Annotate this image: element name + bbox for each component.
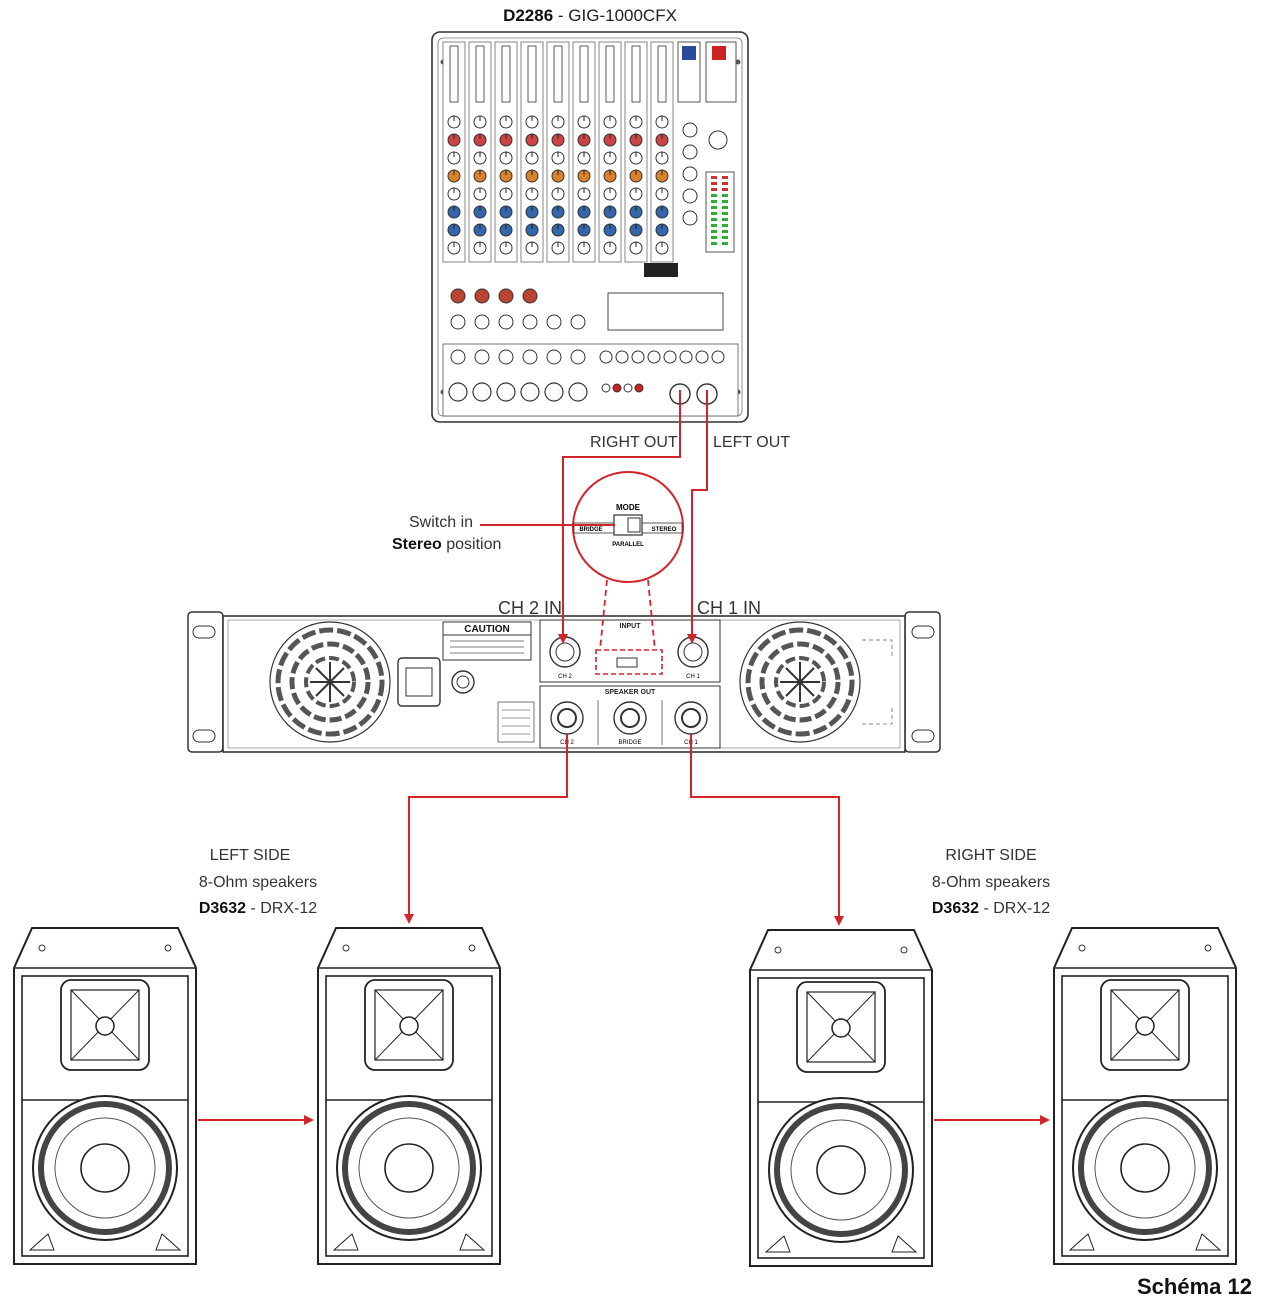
- mixer-rca-jack: [623, 383, 633, 393]
- mixer-line-jack: [522, 349, 538, 365]
- mixer-xlr-input: [568, 382, 588, 402]
- right-model-label: D3632 - DRX-12: [932, 900, 1050, 918]
- mode-stereo-label: STEREO: [652, 527, 677, 533]
- mixer-display: [607, 292, 724, 331]
- right-side-label: RIGHT SIDE: [945, 847, 1037, 864]
- mixer-model: - GIG-1000CFX: [553, 6, 677, 25]
- left-speaker-code: D3632: [198, 900, 247, 917]
- mode-bridge-label: BRIDGE: [579, 527, 602, 533]
- left-out-label: LEFT OUT: [713, 434, 791, 451]
- signal-cables: [198, 390, 1050, 1125]
- switch-note-line1: Switch in: [409, 514, 474, 531]
- mixer-xlr-input: [496, 382, 516, 402]
- mixer-out-jack: [663, 350, 677, 364]
- left-ohm-label: 8-Ohm speakers: [198, 874, 318, 891]
- right-out-label: RIGHT OUT: [590, 434, 678, 451]
- mixer-line-jack: [498, 349, 514, 365]
- mode-title: MODE: [616, 503, 641, 512]
- fuse-holder: [451, 670, 475, 694]
- mixer-channel-strip: [468, 41, 492, 263]
- mixer-aux-knob: [546, 314, 562, 330]
- speakon-ch1: [674, 701, 708, 735]
- speakon-ch2: [550, 701, 584, 735]
- out-bridge-label: BRIDGE: [618, 740, 641, 746]
- mixer-fx-knob: [498, 288, 514, 304]
- mixer-title: D2286 - GIG-1000CFX: [503, 6, 677, 26]
- fan-right: [739, 621, 861, 743]
- ch1-speaker-cable: [690, 734, 844, 926]
- mixer-channel-strip: [442, 41, 466, 263]
- speaker-right-2: [1053, 927, 1237, 1265]
- left-model-label: D3632 - DRX-12: [199, 900, 317, 918]
- mixer-out-jack: [599, 350, 613, 364]
- left-speaker-model: - DRX-12: [246, 900, 318, 917]
- switch-note-rest: position: [441, 536, 502, 553]
- mixer-line-jack: [474, 349, 490, 365]
- mixer-aux-knob: [450, 314, 466, 330]
- speaker-left-2: [317, 927, 501, 1265]
- mixer-aux-knob: [570, 314, 586, 330]
- power-inlet: [397, 657, 441, 707]
- mixer-rca-jack: [601, 383, 611, 393]
- speaker-right-1: [749, 929, 933, 1267]
- mixer-aux-knob: [522, 314, 538, 330]
- mixer-out-jack: [711, 350, 725, 364]
- mixer-line-jack: [450, 349, 466, 365]
- mixer-out-jack: [631, 350, 645, 364]
- right-speaker-model: - DRX-12: [979, 900, 1051, 917]
- mixer-logo: [644, 263, 678, 277]
- mixer-fx-knob: [450, 288, 466, 304]
- mixer-channel-strip: [598, 41, 622, 263]
- mixer-line-jack: [570, 349, 586, 365]
- ch2-in-label: CH 2 IN: [498, 598, 563, 618]
- mixer-line-jack: [546, 349, 562, 365]
- mixer: [431, 31, 749, 423]
- mixer-xlr-input: [448, 382, 468, 402]
- left-out-cable: [687, 390, 708, 644]
- mode-parallel-label: PARALLEL: [612, 542, 644, 548]
- figure-caption: Schéma 12: [1137, 1274, 1252, 1299]
- speaker-left-1: [13, 927, 197, 1265]
- input-ch1-label: CH 1: [686, 674, 700, 680]
- speaker-out-label: SPEAKER OUT: [605, 689, 656, 696]
- mixer-fx-knob: [522, 288, 538, 304]
- mixer-channel-strip: [572, 41, 596, 263]
- input-label: INPUT: [620, 623, 642, 630]
- mixer-channel-strip: [650, 41, 674, 263]
- right-out-cable: [558, 390, 681, 644]
- mixer-rca-jack: [634, 383, 644, 393]
- mixer-aux-knob: [498, 314, 514, 330]
- mixer-xlr-input: [472, 382, 492, 402]
- mixer-channel-strip: [546, 41, 570, 263]
- mixer-out-jack: [647, 350, 661, 364]
- xlr-input-ch2: [549, 636, 581, 668]
- switch-note-bold: Stereo: [392, 536, 442, 553]
- mixer-xlr-input: [544, 382, 564, 402]
- right-ohm-label: 8-Ohm speakers: [931, 874, 1051, 891]
- right-speaker-code: D3632: [931, 900, 980, 917]
- mixer-master-section: [677, 41, 737, 253]
- input-ch2-label: CH 2: [558, 674, 572, 680]
- mixer-fx-knob: [474, 288, 490, 304]
- mixer-out-jack: [679, 350, 693, 364]
- ch2-speaker-cable: [404, 734, 568, 924]
- mixer-out-jack: [695, 350, 709, 364]
- mixer-channel-strip: [624, 41, 648, 263]
- fan-left: [269, 621, 391, 743]
- mixer-rca-jack: [612, 383, 622, 393]
- mode-switch-zoom: MODE BRIDGE STEREO PARALLEL: [572, 471, 684, 651]
- ch1-in-label: CH 1 IN: [697, 598, 762, 618]
- left-side-label: LEFT SIDE: [209, 847, 291, 864]
- mixer-xlr-input: [520, 382, 540, 402]
- mixer-code: D2286: [503, 6, 554, 25]
- mixer-out-jack: [615, 350, 629, 364]
- caution-label: CAUTION: [464, 624, 510, 635]
- switch-note-line2: Stereo position: [392, 536, 501, 554]
- mixer-channel-strip: [494, 41, 518, 263]
- speakon-bridge: [613, 701, 647, 735]
- mixer-channel-strip: [520, 41, 544, 263]
- mixer-aux-knob: [474, 314, 490, 330]
